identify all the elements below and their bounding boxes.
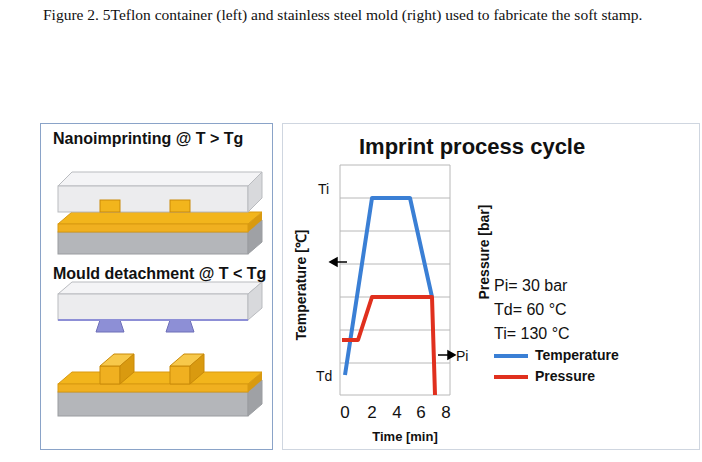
parameter-note: Td= 60 °C	[494, 301, 567, 319]
axis-title: Temperature [℃]	[291, 230, 310, 341]
detach-stack	[58, 282, 262, 416]
tick-label: 8	[441, 403, 450, 423]
tick-label: 2	[367, 403, 376, 423]
chart-title: Imprint process cycle	[359, 134, 585, 160]
axis-mark: Ti	[318, 181, 329, 197]
legend-text: Temperature	[535, 347, 619, 363]
panel-heading: Nanoimprinting @ T > Tg	[53, 130, 243, 148]
legend-swatch	[494, 354, 528, 358]
axis-title: Pressure [bar]	[476, 205, 492, 300]
parameter-note: Ti= 130 °C	[494, 325, 570, 343]
axis-title: Time [min]	[372, 429, 438, 444]
legend-swatch	[494, 375, 528, 379]
tick-label: 6	[416, 403, 425, 423]
tick-label: 4	[392, 403, 401, 423]
panel-heading: Mould detachment @ T < Tg	[53, 265, 266, 283]
chart-grid	[340, 165, 450, 395]
legend-text: Pressure	[535, 368, 595, 384]
panel: Nanoimprinting @ T > Tg Mould detachment …	[40, 123, 273, 450]
caption: Figure 2. 5Teflon container (left) and s…	[43, 4, 683, 25]
pressure-curve	[342, 297, 435, 395]
axis-mark: Pi	[456, 348, 468, 364]
temperature-curve	[345, 198, 432, 375]
axis-arrows	[330, 258, 455, 359]
imprint-stack	[58, 172, 262, 254]
tick-label: 0	[340, 403, 349, 423]
parameter-note: Pi= 30 bar	[494, 277, 567, 295]
axis-mark: Td	[316, 368, 332, 384]
